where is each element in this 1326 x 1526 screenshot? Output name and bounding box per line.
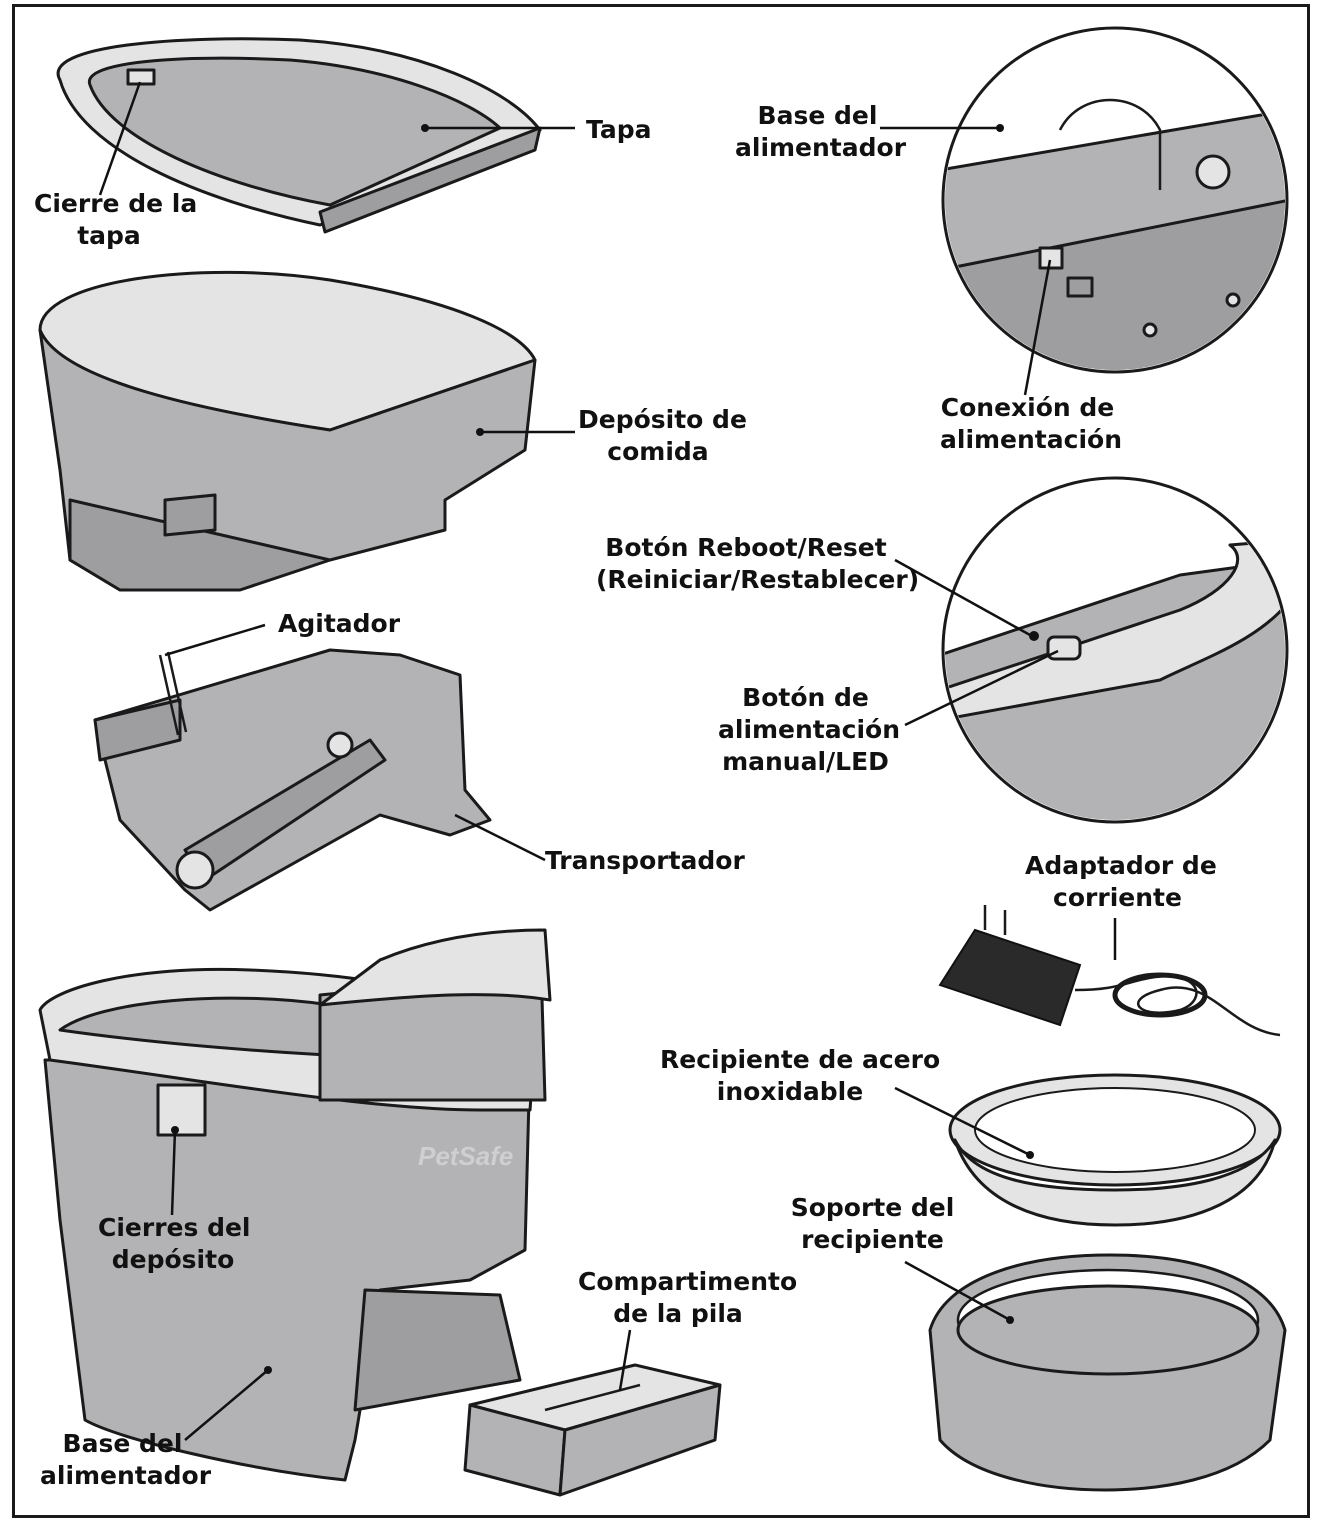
label-conexion-line1: Conexión de xyxy=(940,393,1115,422)
feeder-base-part xyxy=(38,928,552,1482)
label-base-alimentador-detail: Base del alimentador xyxy=(735,100,907,164)
label-soporte-line1: Soporte del xyxy=(790,1193,955,1222)
label-pila-line1: Compartimento xyxy=(578,1267,798,1296)
label-compartimento-pila: Compartimento de la pila xyxy=(578,1266,798,1330)
label-cierres-deposito: Cierres del depósito xyxy=(98,1212,251,1276)
label-adaptador: Adaptador de corriente xyxy=(1025,850,1217,914)
label-pila-line2: de la pila xyxy=(613,1299,743,1328)
label-cierre-tapa-line1: Cierre de la xyxy=(34,189,198,218)
lid-part xyxy=(56,37,542,234)
label-cierres-deposito-line2: depósito xyxy=(111,1245,235,1274)
label-recipiente-line1: Recipiente de acero xyxy=(660,1045,941,1074)
petsafe-brand-mark: PetSafe xyxy=(418,1141,513,1171)
battery-compartment-part xyxy=(463,1363,722,1497)
label-base-detail-line1: Base del xyxy=(757,101,878,130)
buttons-detail xyxy=(941,476,1289,824)
conveyor-part xyxy=(93,648,492,912)
label-boton-manual: Botón de alimentación manual/LED xyxy=(718,682,900,778)
label-manual-line1: Botón de xyxy=(742,683,869,712)
label-base-alimentador-main: Base del alimentador xyxy=(40,1428,212,1492)
label-deposito-line1: Depósito de xyxy=(578,405,747,434)
food-hopper-part xyxy=(38,270,537,592)
steel-bowl-part xyxy=(948,1073,1282,1227)
label-base-main-line2: alimentador xyxy=(40,1461,212,1490)
label-base-main-line1: Base del xyxy=(62,1429,183,1458)
label-adaptador-line2: corriente xyxy=(1053,883,1182,912)
label-tapa: Tapa xyxy=(586,115,652,144)
power-connection-detail xyxy=(941,26,1289,374)
label-reboot-line1: Botón Reboot/Reset xyxy=(605,533,887,562)
label-transportador: Transportador xyxy=(545,846,745,875)
label-recipiente-line2: inoxidable xyxy=(716,1077,864,1106)
label-cierre-tapa-line2: tapa xyxy=(77,221,141,250)
label-cierres-deposito-line1: Cierres del xyxy=(98,1213,251,1242)
label-cierre-tapa: Cierre de la tapa xyxy=(34,188,198,252)
label-recipiente: Recipiente de acero inoxidable xyxy=(660,1044,941,1108)
label-agitador: Agitador xyxy=(278,609,401,638)
label-conexion: Conexión de alimentación xyxy=(940,392,1122,456)
label-manual-line2: alimentación xyxy=(718,715,900,744)
diagram-frame xyxy=(12,4,1310,1518)
label-soporte-line2: recipiente xyxy=(801,1225,944,1254)
label-soporte: Soporte del recipiente xyxy=(790,1192,955,1256)
label-reboot-line2: (Reiniciar/Restablecer) xyxy=(596,565,920,594)
label-boton-reboot: Botón Reboot/Reset (Reiniciar/Restablece… xyxy=(596,532,920,596)
label-conexion-line2: alimentación xyxy=(940,425,1122,454)
label-adaptador-line1: Adaptador de xyxy=(1025,851,1217,880)
leader-lines xyxy=(98,81,1117,1441)
label-manual-line3: manual/LED xyxy=(722,747,889,776)
label-deposito-line2: comida xyxy=(607,437,709,466)
bowl-holder-part xyxy=(928,1253,1287,1492)
label-deposito: Depósito de comida xyxy=(578,404,747,468)
power-adapter-part xyxy=(938,905,1281,1037)
label-base-detail-line2: alimentador xyxy=(735,133,907,162)
